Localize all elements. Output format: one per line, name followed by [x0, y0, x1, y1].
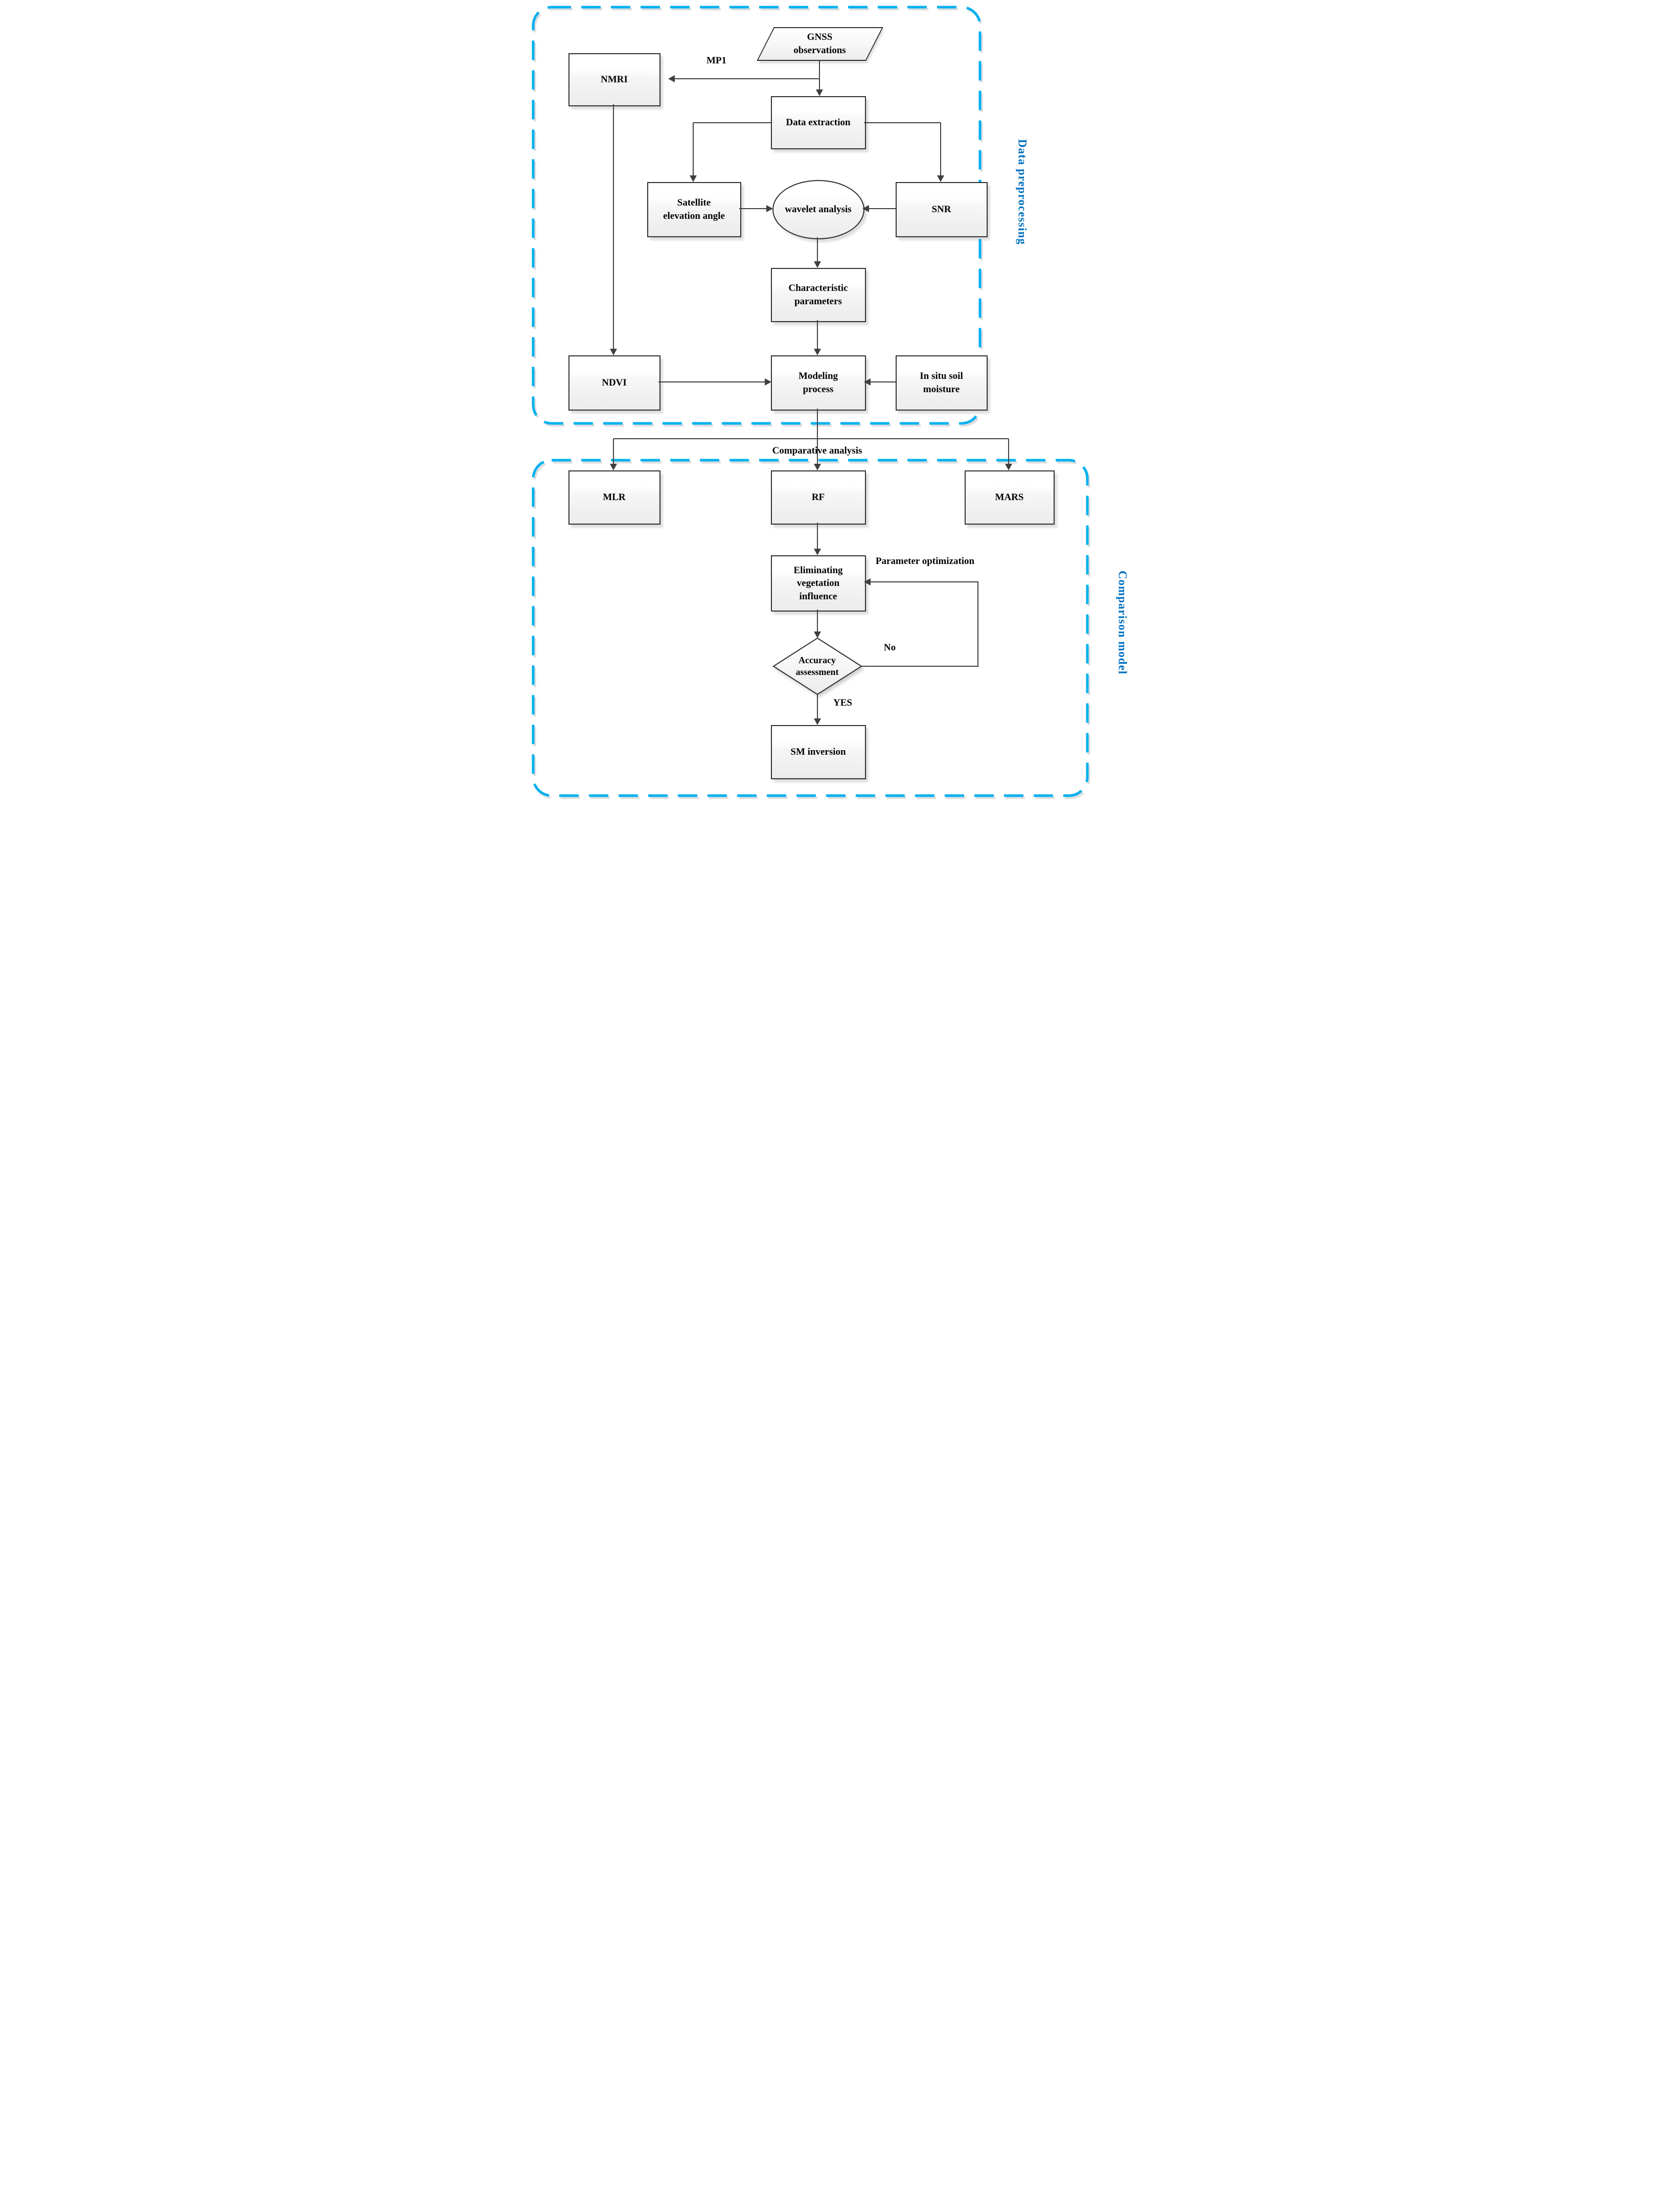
arrow-into-modeling-left: [764, 378, 771, 386]
flowchart-canvas: Data preprocessing Comparison model GNSS…: [526, 0, 1139, 815]
arrow-into-sm-inversion: [813, 718, 821, 725]
edge-label-parameter-optimization: Parameter optimization: [875, 556, 975, 567]
node-label: RF: [811, 492, 825, 503]
edge-snr-to-wavelet-line: [868, 208, 896, 209]
node-label: Modeling process: [798, 371, 838, 395]
node-label: SM inversion: [790, 747, 846, 758]
edge-extraction-right-vline: [940, 123, 941, 175]
node-label: MARS: [995, 492, 1024, 503]
node-label: Accuracy assessment: [795, 654, 839, 677]
node-sm-inversion: SM inversion: [770, 725, 866, 779]
edge-ndvi-to-modeling-line: [658, 381, 765, 382]
node-label: wavelet analysis: [785, 204, 852, 215]
arrow-into-mars: [1005, 464, 1012, 470]
node-label: Eliminating vegetation influence: [793, 565, 843, 602]
arrow-into-snr: [937, 175, 944, 182]
node-characteristic-parameters: Characteristic parameters: [770, 268, 866, 322]
comparison-model-section-border: [532, 459, 1088, 797]
edge-rf-to-eliminating-line: [816, 523, 818, 549]
edge-label-no: No: [883, 642, 896, 653]
node-label: Satellite elevation angle: [663, 197, 725, 221]
node-data-extraction: Data extraction: [770, 96, 866, 149]
edge-satellite-to-wavelet-line: [739, 208, 766, 209]
arrow-into-wavelet-left: [766, 205, 773, 212]
arrow-into-modeling-right: [863, 378, 871, 386]
node-mars: MARS: [964, 470, 1055, 525]
node-eliminating-vegetation-influence: Eliminating vegetation influence: [770, 555, 866, 612]
edge-eliminating-to-accuracy-line: [816, 610, 818, 632]
node-satellite-elevation-angle: Satellite elevation angle: [647, 182, 741, 237]
edge-nmri-to-ndvi-line: [612, 104, 614, 349]
node-label: In situ soil moisture: [920, 371, 963, 395]
node-label: SNR: [931, 204, 951, 215]
arrow-into-data-extraction: [815, 89, 823, 96]
edge-drop-to-mars-line: [1008, 439, 1009, 464]
node-label: Characteristic parameters: [788, 283, 848, 307]
node-label: Data extraction: [786, 117, 851, 128]
edge-drop-to-mlr-line: [612, 439, 614, 464]
node-nmri: NMRI: [568, 53, 660, 106]
edge-mp1-line: [674, 78, 819, 79]
node-ndvi: NDVI: [568, 355, 660, 411]
edge-gnss-stem-line: [818, 61, 820, 90]
section-label-data-preprocessing: Data preprocessing: [1016, 139, 1029, 245]
node-modeling-process: Modeling process: [770, 355, 866, 411]
arrow-into-satellite-elevation: [689, 175, 697, 182]
edge-modeling-stem-line: [816, 409, 818, 464]
edge-extraction-left-vline: [692, 123, 694, 175]
arrow-into-accuracy: [813, 631, 821, 638]
node-label: MLR: [603, 492, 626, 503]
edge-wavelet-to-characteristic-line: [816, 237, 818, 262]
arrow-into-modeling-top: [813, 349, 821, 355]
node-accuracy-assessment: Accuracy assessment: [772, 637, 862, 695]
edge-extraction-left-hline: [693, 122, 771, 123]
edge-insitu-to-modeling-line: [870, 381, 896, 382]
arrow-into-nmri: [668, 75, 675, 82]
node-label: NDVI: [602, 377, 627, 389]
edge-no-bottom-line: [861, 666, 978, 667]
node-in-situ-soil-moisture: In situ soil moisture: [895, 355, 988, 411]
edge-label-yes: YES: [833, 697, 852, 708]
edge-label-mp1: MP1: [706, 55, 727, 66]
arrow-into-ndvi: [609, 349, 617, 355]
edge-no-return-line: [870, 581, 977, 582]
arrow-into-wavelet-right: [862, 205, 869, 212]
arrow-into-mlr: [609, 464, 617, 470]
arrow-into-eliminating-top: [813, 549, 821, 555]
edge-comparative-distribution-line: [613, 438, 1009, 439]
edge-characteristic-to-modeling-line: [816, 320, 818, 349]
arrow-into-rf: [813, 464, 821, 470]
edge-yes-line: [816, 694, 818, 719]
node-rf: RF: [770, 470, 866, 525]
node-wavelet-analysis: wavelet analysis: [772, 180, 864, 239]
node-label: NMRI: [601, 74, 628, 85]
section-label-comparison-model: Comparison model: [1116, 571, 1129, 675]
arrow-into-characteristic: [813, 261, 821, 268]
node-mlr: MLR: [568, 470, 660, 525]
node-label: GNSS observations: [793, 32, 846, 56]
edge-extraction-right-hline: [863, 122, 941, 123]
arrow-into-eliminating-right: [863, 578, 871, 585]
node-snr: SNR: [895, 182, 988, 237]
edge-no-vertical-line: [977, 581, 978, 666]
node-gnss-observations: GNSS observations: [756, 27, 883, 61]
